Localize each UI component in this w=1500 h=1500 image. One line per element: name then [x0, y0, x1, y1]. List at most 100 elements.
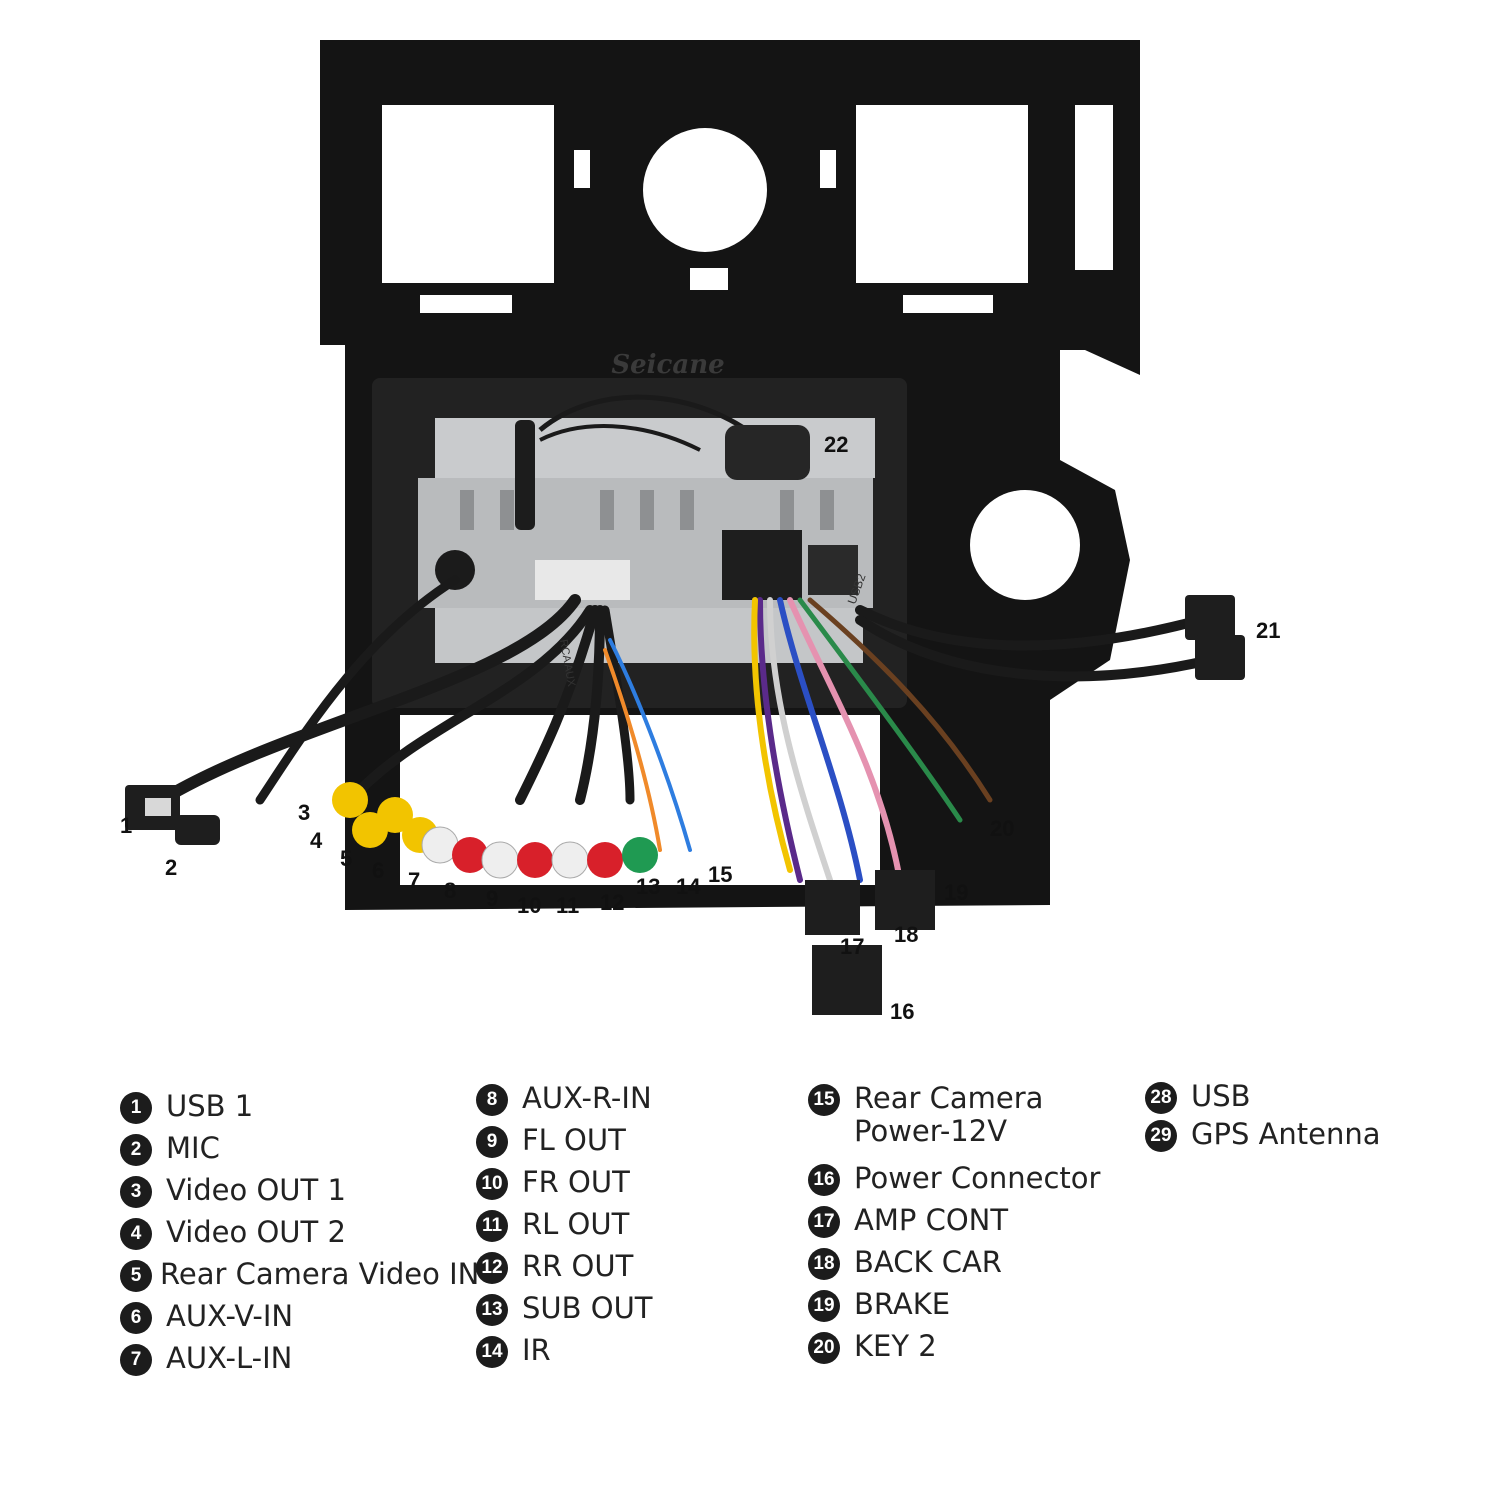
- legend-label: USB 1: [166, 1089, 254, 1123]
- legend-label: Rear Camera Power-12V: [854, 1081, 1044, 1148]
- legend-badge: 15: [808, 1084, 840, 1116]
- legend-item-10: 10 FR OUT: [476, 1166, 653, 1208]
- legend-label: Power Connector: [854, 1161, 1101, 1195]
- callout-4: 4: [310, 828, 323, 853]
- legend-item-29: 29 GPS Antenna: [1145, 1118, 1381, 1160]
- frame-round-hole-top: [643, 128, 767, 252]
- rca-plug-video-out-1: [332, 782, 368, 818]
- legend-item-5: 5 Rear Camera Video IN: [120, 1258, 479, 1300]
- antennas: [515, 394, 810, 530]
- legend-label: IR: [522, 1333, 551, 1367]
- legend-label: RR OUT: [522, 1249, 634, 1283]
- frame-slot-small-left: [574, 150, 590, 188]
- callout-11: 11: [556, 893, 579, 918]
- callout-13: 13: [636, 874, 660, 899]
- legend-label: RL OUT: [522, 1207, 630, 1241]
- legend-badge: 14: [476, 1336, 508, 1368]
- legend-badge: 3: [120, 1176, 152, 1208]
- cables: [164, 575, 1215, 883]
- frame-slot-right: [903, 295, 993, 313]
- legend-item-11: 11 RL OUT: [476, 1208, 653, 1250]
- legend-column-3: 15 Rear Camera Power-12V 16 Power Connec…: [808, 1082, 1100, 1372]
- legend-item-17: 17 AMP CONT: [808, 1204, 1100, 1246]
- callout-16: 16: [890, 999, 914, 1024]
- legend-label: AUX-V-IN: [166, 1299, 294, 1333]
- legend-item-12: 12 RR OUT: [476, 1250, 653, 1292]
- callout-7: 7: [408, 868, 420, 893]
- callout-18: 18: [894, 922, 918, 947]
- legend-badge: 10: [476, 1168, 508, 1200]
- legend-label: BRAKE: [854, 1287, 951, 1321]
- callout-9: 9: [486, 886, 498, 911]
- usb-connector-a: [1185, 595, 1235, 640]
- legend-item-3: 3 Video OUT 1: [120, 1174, 479, 1216]
- harness-plug-a: [805, 880, 860, 935]
- legend-label: FR OUT: [522, 1165, 630, 1199]
- callout-20: 20: [990, 816, 1014, 841]
- legend-item-16: 16 Power Connector: [808, 1162, 1100, 1204]
- rca-plug-rr: [587, 842, 623, 878]
- callout-5: 5: [340, 846, 352, 871]
- connectors: [125, 595, 1245, 1015]
- legend-item-1: 1 USB 1: [120, 1090, 479, 1132]
- harness-plug-b: [875, 870, 935, 930]
- usb-socket: [808, 545, 858, 595]
- legend-label: GPS Antenna: [1191, 1117, 1381, 1151]
- legend-badge: 1: [120, 1092, 152, 1124]
- legend-item-2: 2 MIC: [120, 1132, 479, 1174]
- legend-item-20: 20 KEY 2: [808, 1330, 1100, 1372]
- callout-1: 1: [120, 813, 132, 838]
- rca-plug-fl: [481, 841, 519, 879]
- callouts: 1 2 3 4 5 6 7 8 9 10 11 12 13 14 15 16 1…: [120, 432, 1280, 1024]
- legend-badge: 18: [808, 1248, 840, 1280]
- legend-label: KEY 2: [854, 1329, 937, 1363]
- legend-column-1: 1 USB 1 2 MIC 3 Video OUT 1 4 Video OUT …: [120, 1090, 479, 1384]
- legend-item-9: 9 FL OUT: [476, 1124, 653, 1166]
- legend-badge: 6: [120, 1302, 152, 1334]
- wifi-antenna: [515, 420, 535, 530]
- legend-badge: 2: [120, 1134, 152, 1166]
- legend-badge: 28: [1145, 1082, 1177, 1114]
- power-connector-plug: [812, 945, 882, 1015]
- legend-item-14: 14 IR: [476, 1334, 653, 1376]
- callout-19: 19: [944, 880, 968, 905]
- legend-badge: 13: [476, 1294, 508, 1326]
- brand-watermark: Seicane: [611, 350, 724, 380]
- legend-item-4: 4 Video OUT 2: [120, 1216, 479, 1258]
- rca-plugs: [332, 782, 658, 879]
- legend-item-13: 13 SUB OUT: [476, 1292, 653, 1334]
- callout-15: 15: [708, 862, 732, 887]
- legend-badge: 7: [120, 1344, 152, 1376]
- rca-plug-rear-cam: [377, 797, 413, 833]
- legend-column-4: 28 USB 29 GPS Antenna: [1145, 1080, 1381, 1160]
- callout-12: 12: [600, 890, 624, 915]
- callout-14: 14: [676, 874, 701, 899]
- mic-jack-socket: [435, 550, 475, 590]
- main-harness-socket: [722, 530, 802, 600]
- frame-slot-small-right: [820, 150, 836, 188]
- frame-slot-left: [420, 295, 512, 313]
- legend-label: Video OUT 2: [166, 1215, 346, 1249]
- legend-label: Rear Camera Video IN: [160, 1257, 480, 1291]
- legend-label: SUB OUT: [522, 1291, 653, 1325]
- callout-17: 17: [840, 934, 864, 959]
- callout-22: 22: [824, 432, 848, 457]
- head-unit-diagram: Seicane: [120, 40, 1280, 1024]
- usb-connector-b: [1195, 635, 1245, 680]
- legend-item-28: 28 USB: [1145, 1080, 1381, 1118]
- legend-label: FL OUT: [522, 1123, 626, 1157]
- legend-item-7: 7 AUX-L-IN: [120, 1342, 479, 1384]
- frame-window-left: [382, 105, 554, 283]
- frame-notch: [690, 268, 728, 290]
- rca-plug-aux-r: [452, 837, 488, 873]
- legend-label: AMP CONT: [854, 1203, 1009, 1237]
- legend-badge: 12: [476, 1252, 508, 1284]
- head-unit: Seicane: [372, 350, 907, 708]
- legend-badge: 11: [476, 1210, 508, 1242]
- legend-item-6: 6 AUX-V-IN: [120, 1300, 479, 1342]
- frame-window-right: [856, 105, 1028, 283]
- legend-badge: 8: [476, 1084, 508, 1116]
- gps-antenna-puck: [725, 425, 810, 480]
- rca-plug-rl: [551, 841, 589, 879]
- legend-column-2: 8 AUX-R-IN 9 FL OUT 10 FR OUT 11 RL OUT …: [476, 1082, 653, 1376]
